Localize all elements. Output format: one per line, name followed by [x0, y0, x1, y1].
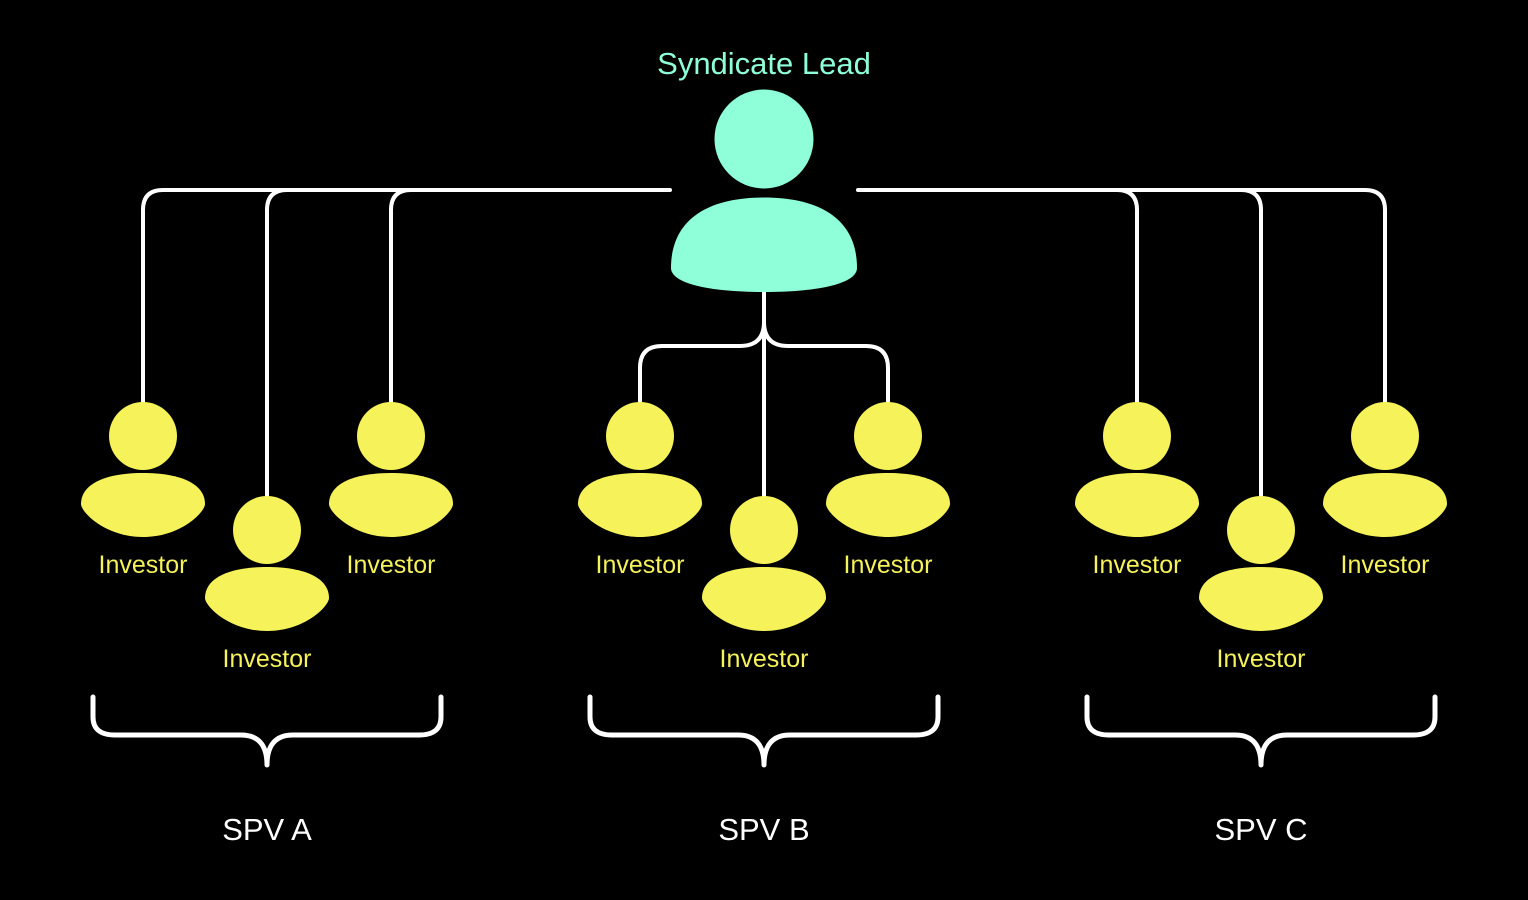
- person-body: [578, 473, 702, 537]
- investor-person-icon: [81, 402, 205, 537]
- connector-line: [638, 320, 766, 404]
- investor-label: Investor: [1093, 551, 1182, 579]
- investor-person-icon: [1323, 402, 1447, 537]
- syndicate-lead-label: Syndicate Lead: [657, 46, 871, 81]
- person-body: [1199, 567, 1323, 631]
- connector-line: [1115, 188, 1139, 404]
- connector-line: [856, 188, 1387, 404]
- person-head: [730, 496, 798, 564]
- person-body: [702, 567, 826, 631]
- person-body: [671, 197, 857, 292]
- person-head: [357, 402, 425, 470]
- person-head: [233, 496, 301, 564]
- investor-label: Investor: [347, 551, 436, 579]
- syndicate-lead-person-icon: [671, 89, 857, 292]
- connector-lines: [141, 188, 1387, 498]
- investor-person-icon: [1075, 402, 1199, 537]
- spv-brace: [1084, 694, 1438, 768]
- investor-label: Investor: [844, 551, 933, 579]
- person-body: [329, 473, 453, 537]
- person-head: [606, 402, 674, 470]
- person-head: [109, 402, 177, 470]
- investor-person-icon: [205, 496, 329, 631]
- investor-label: Investor: [99, 551, 188, 579]
- investor-person-icon: [702, 496, 826, 631]
- person-body: [205, 567, 329, 631]
- person-head: [714, 89, 814, 189]
- investor-person-icon: [329, 402, 453, 537]
- investor-label: Investor: [1341, 551, 1430, 579]
- person-head: [1351, 402, 1419, 470]
- spv-labels: SPV A SPV B SPV C: [222, 812, 1307, 847]
- investor-person-icon: [826, 402, 950, 537]
- person-head: [1103, 402, 1171, 470]
- spv-label: SPV C: [1214, 812, 1307, 847]
- person-head: [854, 402, 922, 470]
- connector-line: [389, 188, 413, 404]
- spv-braces: [90, 694, 1438, 768]
- person-body: [81, 473, 205, 537]
- person-body: [826, 473, 950, 537]
- person-body: [1075, 473, 1199, 537]
- connector-line: [265, 188, 289, 498]
- spv-brace: [587, 694, 941, 768]
- investor-label: Investor: [720, 645, 809, 673]
- person-head: [1227, 496, 1295, 564]
- investor-person-icon: [578, 402, 702, 537]
- connector-line: [1239, 188, 1263, 498]
- connector-line: [141, 188, 672, 404]
- connector-line: [762, 320, 890, 404]
- spv-brace: [90, 694, 444, 768]
- investor-label: Investor: [223, 645, 312, 673]
- spv-label: SPV A: [222, 812, 312, 847]
- spv-label: SPV B: [718, 812, 809, 847]
- investor-label: Investor: [596, 551, 685, 579]
- investor-label: Investor: [1217, 645, 1306, 673]
- person-body: [1323, 473, 1447, 537]
- investor-person-icon: [1199, 496, 1323, 631]
